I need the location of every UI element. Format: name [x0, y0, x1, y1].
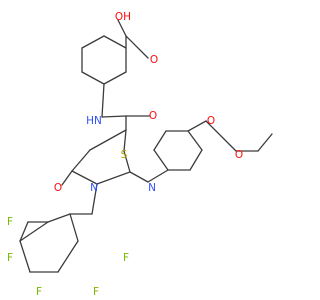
bond-21: [147, 169, 169, 183]
bond-32: [91, 183, 98, 215]
atom-label-f3: F: [36, 286, 42, 298]
atom-label-ester-o: O: [235, 149, 243, 161]
atom-label-f5: F: [123, 252, 129, 264]
atom-label-ester-o-carbonyl: O: [207, 115, 215, 127]
bond-24: [187, 130, 203, 151]
bond-36: [19, 240, 31, 273]
atom-label-ring-s: S: [121, 149, 128, 161]
bond-17: [71, 149, 91, 172]
bond-0: [81, 35, 105, 49]
bond-39: [69, 213, 79, 242]
bond-35: [19, 221, 49, 242]
atom-labels: OH O HN O S O N N O O F F F F F: [7, 11, 243, 298]
bond-15: [96, 171, 131, 185]
bond-38: [57, 240, 79, 273]
atom-label-ring-o: O: [54, 182, 62, 194]
bond-3: [103, 71, 127, 85]
bond-7: [117, 19, 127, 37]
atom-label-ring-n: N: [90, 182, 98, 194]
atom-label-imine-n: N: [148, 182, 156, 194]
bond-31: [257, 133, 273, 152]
bond-16: [71, 170, 98, 185]
atom-label-cooh-oh: OH: [115, 11, 131, 23]
bond-13: [123, 129, 127, 152]
bond-19: [61, 170, 73, 186]
atom-label-amide-o: O: [149, 110, 157, 122]
bond-27: [153, 149, 169, 171]
bond-26: [153, 130, 167, 151]
bond-41: [19, 221, 29, 242]
molecule-structure-diagram: OH O HN O S O N N O O F F F F F: [7, 11, 273, 298]
atom-label-f4: F: [93, 286, 99, 298]
bond-4: [81, 71, 105, 85]
bond-8: [125, 35, 149, 59]
bond-10: [101, 115, 127, 118]
bond-9: [101, 83, 105, 118]
bond-23: [189, 149, 203, 171]
bond-20: [129, 171, 149, 183]
atom-label-f2: F: [7, 252, 13, 264]
bond-28: [187, 120, 207, 132]
atom-label-cooh-o: O: [150, 54, 158, 66]
atom-label-f1: F: [7, 216, 13, 228]
bond-18: [89, 129, 127, 151]
bond-1: [103, 35, 127, 49]
bond-14: [123, 150, 131, 173]
atom-label-amide-nh: HN: [86, 115, 102, 127]
bond-lines: [19, 19, 273, 273]
bond-34: [47, 213, 71, 223]
bond-29: [205, 120, 237, 152]
